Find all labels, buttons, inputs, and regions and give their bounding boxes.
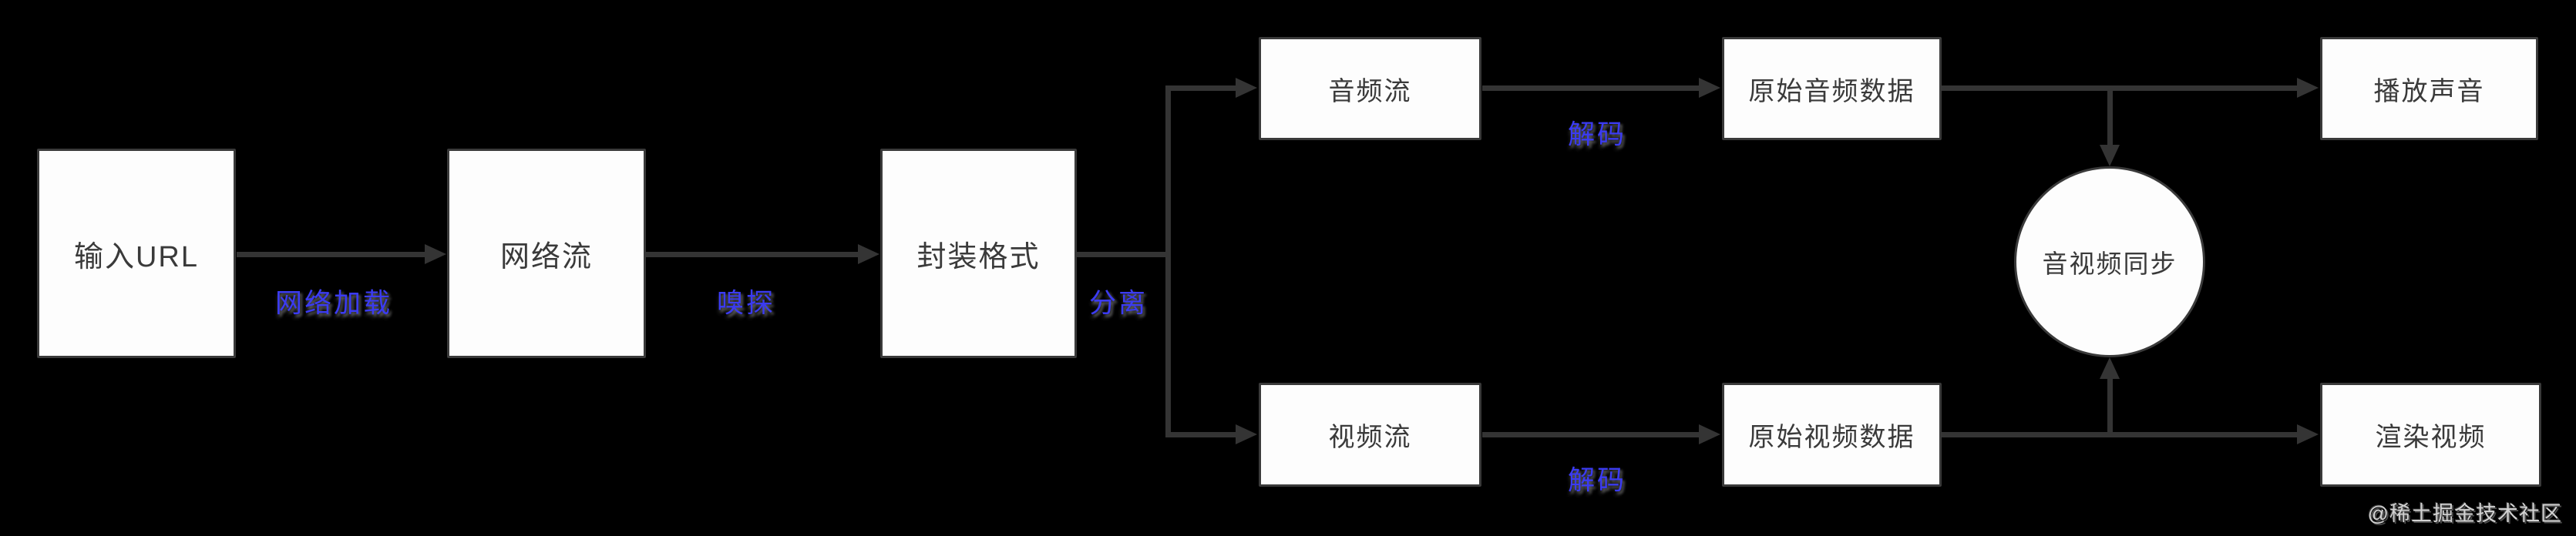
node-label: 原始视频数据 [1748,423,1915,452]
edge-container-to-split [1077,252,1171,257]
watermark-text: @稀土掘金技术社区 [2367,502,2562,525]
node-video-stream: 视频流 [1259,383,1481,487]
node-input-url: 输入URL [37,149,236,358]
node-label: 原始音频数据 [1748,76,1915,106]
arrow-right-icon [2297,78,2319,98]
arrow-right-icon [2297,424,2319,444]
node-label: 音频流 [1328,76,1412,106]
arrow-right-icon [1236,424,1257,444]
edge-raw-video-to-render [1942,432,2299,437]
edge-label-decode-video: 解码 [1567,465,1627,496]
arrow-down-icon [2100,145,2120,166]
arrow-up-icon [2100,357,2120,379]
edge-label-demux: 分离 [1088,288,1148,319]
node-network-stream: 网络流 [447,149,646,358]
node-raw-audio-data: 原始音频数据 [1722,37,1942,140]
arrow-right-icon [858,244,879,264]
node-label: 封装格式 [916,240,1041,273]
node-render-video: 渲染视频 [2320,383,2541,487]
edge-video-to-sync-branch [2107,377,2113,435]
edge-network-to-container [646,252,860,257]
edge-split-to-video-stream [1171,432,1239,437]
edge-input-to-network [237,252,427,257]
node-label: 音视频同步 [2042,250,2177,278]
edge-label-sniff: 嗅探 [716,288,776,319]
node-container-format: 封装格式 [880,149,1077,358]
node-raw-video-data: 原始视频数据 [1722,383,1942,487]
edge-label-decode-audio: 解码 [1567,119,1627,150]
edge-split-vertical [1165,85,1171,437]
edge-split-to-audio-stream [1171,85,1239,91]
arrow-right-icon [425,244,446,264]
node-label: 渲染视频 [2375,423,2487,452]
node-play-sound: 播放声音 [2320,37,2538,140]
node-av-sync: 音视频同步 [2014,166,2205,357]
edge-audio-to-sync-branch [2107,91,2113,147]
node-label: 播放声音 [2373,76,2485,106]
arrow-right-icon [1699,424,1720,444]
node-audio-stream: 音频流 [1259,37,1481,140]
edge-raw-audio-to-play [1942,85,2299,91]
edge-audio-stream-to-raw [1482,85,1701,91]
node-label: 输入URL [73,240,200,273]
arrow-right-icon [1236,78,1257,98]
node-label: 视频流 [1328,423,1412,452]
edge-video-stream-to-raw [1482,432,1701,437]
arrow-right-icon [1699,78,1720,98]
node-label: 网络流 [499,240,593,273]
edge-label-network-load: 网络加载 [274,288,393,319]
